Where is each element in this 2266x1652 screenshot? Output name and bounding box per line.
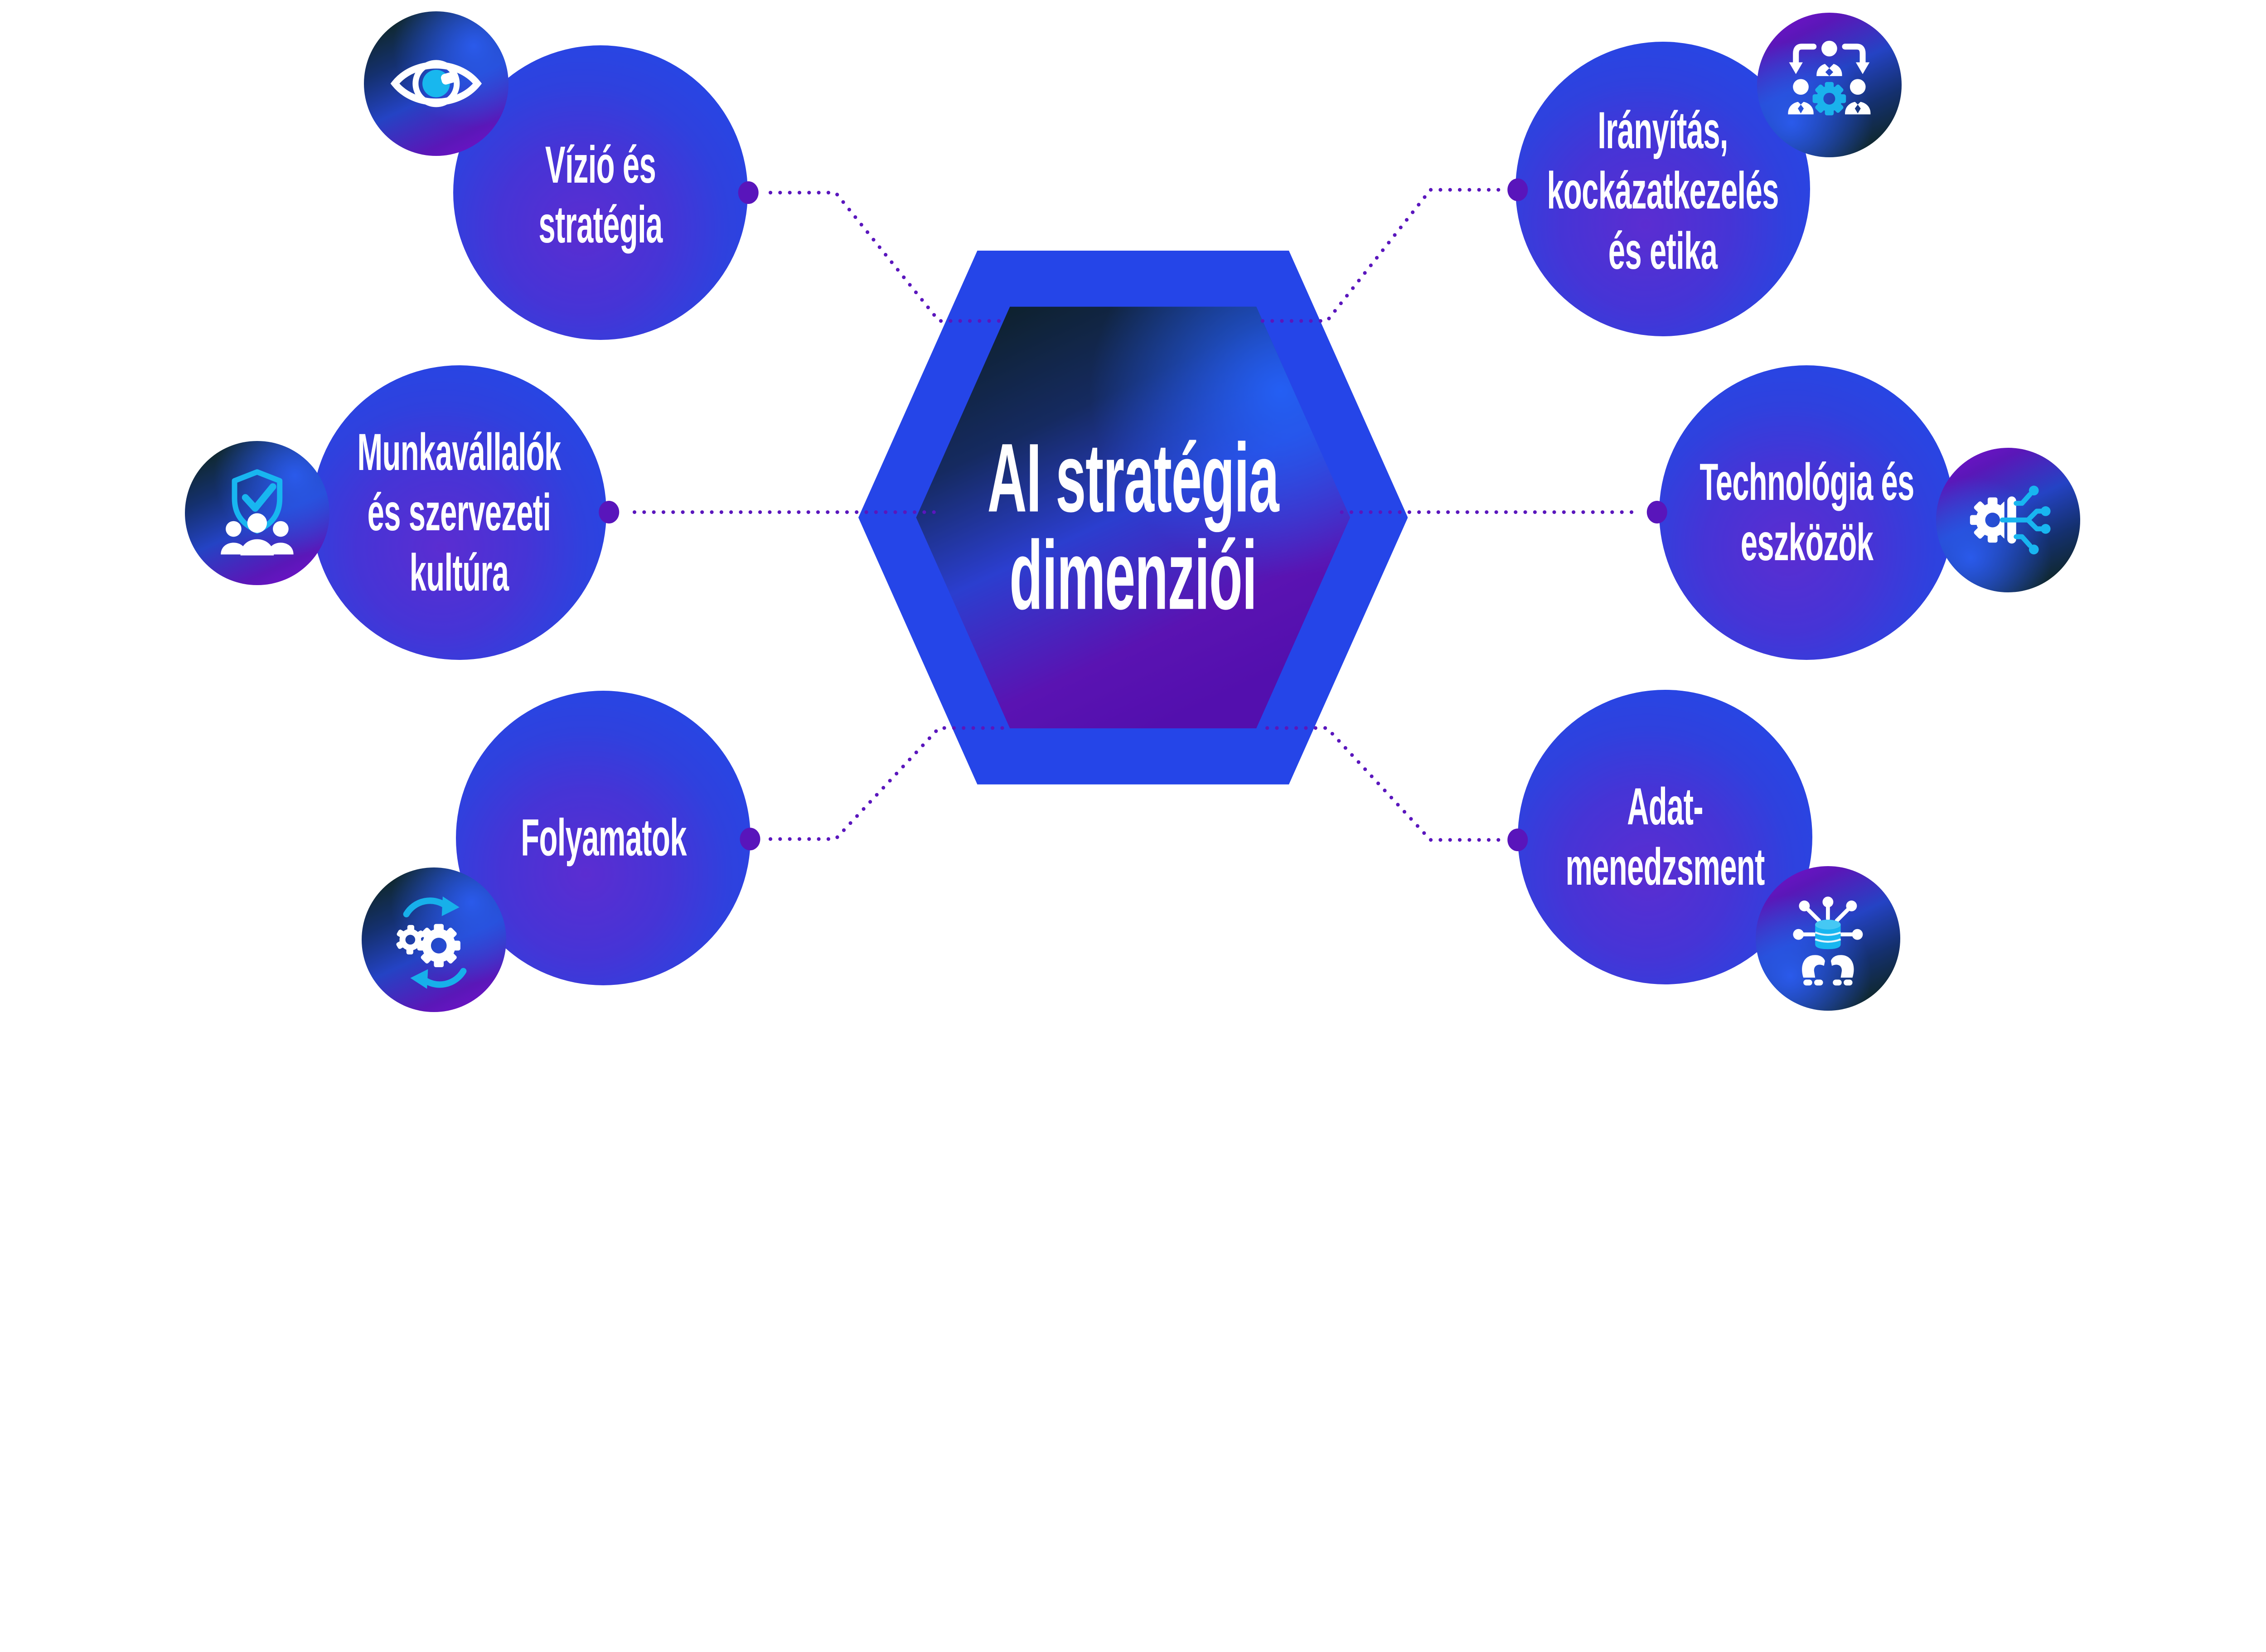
employees-icon-badge bbox=[185, 441, 329, 586]
gear-circuit-icon bbox=[1959, 471, 2058, 569]
hexagon-inner-glow bbox=[916, 306, 1350, 729]
shield-check-people-icon bbox=[221, 469, 294, 556]
node-circle-employees bbox=[311, 365, 606, 660]
processes-icon-badge bbox=[362, 867, 506, 1012]
node-label-vision: Vízió és stratégia bbox=[538, 135, 663, 254]
central-hexagon bbox=[858, 251, 1408, 785]
governance-icon-badge bbox=[1757, 13, 1902, 157]
vision-icon-badge bbox=[364, 11, 508, 156]
people-gear-hierarchy-icon bbox=[1780, 36, 1879, 134]
infographic-canvas: Vízió és stratégia Munkavállalók és szer… bbox=[185, 11, 2081, 1012]
eye-icon bbox=[390, 60, 482, 107]
node-label-data: Adat- menedzsment bbox=[1565, 777, 1765, 896]
hands-database-icon bbox=[1793, 896, 1863, 986]
node-label-technology: Technológia és eszközök bbox=[1699, 453, 1914, 572]
node-label-employees: Munkavállalók és szervezeti kultúra bbox=[357, 423, 561, 602]
node-label-processes: Folyamatok bbox=[520, 808, 687, 867]
data-icon-badge bbox=[1756, 866, 1900, 1011]
node-label-governance: Irányítás, kockázatkezelés és etika bbox=[1547, 101, 1779, 280]
node-circle-technology bbox=[1659, 365, 1954, 660]
technology-icon-badge bbox=[1936, 448, 2081, 592]
gears-sync-icon bbox=[385, 891, 483, 989]
diagram-title: AI stratégia dimenziói bbox=[987, 423, 1279, 630]
